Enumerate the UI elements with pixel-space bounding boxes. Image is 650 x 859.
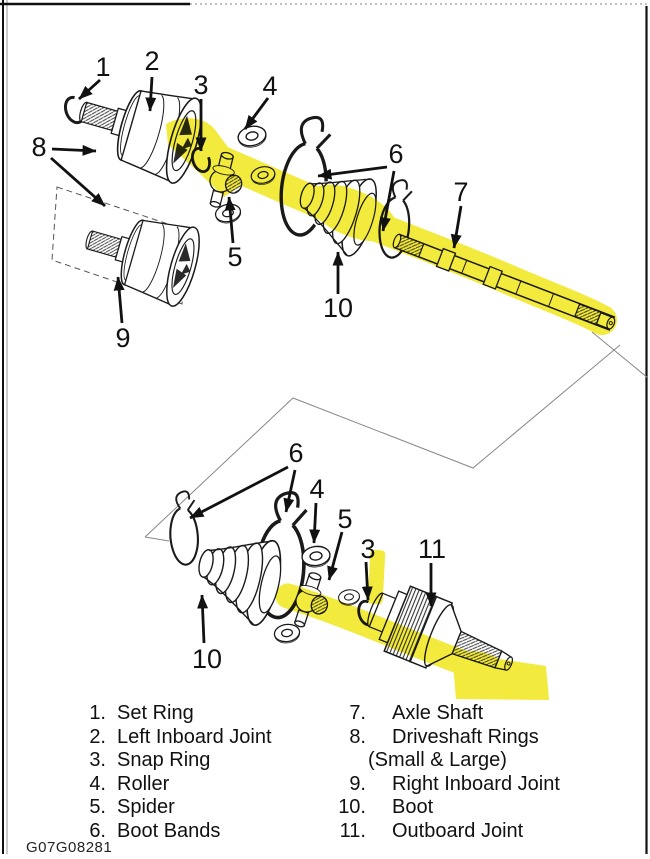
legend-item-label: Roller	[117, 772, 170, 795]
legend-item-label: Set Ring	[117, 702, 194, 724]
legend-column-left: 1. Set Ring 2. Left Inboard Joint 3. Sna…	[70, 702, 320, 843]
legend-item: 9. Right Inboard Joint	[328, 773, 628, 797]
legend-item: 4. Roller	[70, 773, 320, 797]
callout-6-lower: 6	[288, 438, 303, 468]
roller-part	[235, 123, 269, 151]
leader-arrows	[50, 76, 463, 644]
boot-band-part	[166, 489, 201, 567]
legend-item: 5. Spider	[70, 796, 320, 820]
callout-numbers: 1 2 3 4 5 6 7 8 9 10 6 4 5 3 11 10	[31, 46, 468, 674]
legend-item-label2: (Small & Large)	[368, 749, 507, 771]
legend-item-label: Boot Bands	[117, 819, 221, 842]
highlighter-marks	[166, 118, 617, 700]
legend-item-number: 11.	[339, 819, 366, 842]
legend-item-label: Snap Ring	[117, 749, 211, 771]
legend-item: 8. Driveshaft Rings	[328, 726, 628, 750]
callout-11: 11	[418, 534, 446, 564]
legend-item: 10. Boot	[328, 796, 628, 820]
legend-item: 11. Outboard Joint	[328, 820, 628, 844]
legend-item-number: 2.	[89, 725, 106, 748]
legend-item-label: Outboard Joint	[392, 819, 524, 842]
legend-item-number: 6.	[89, 819, 106, 842]
callout-8: 8	[31, 132, 46, 162]
dashed-frame	[51, 186, 190, 305]
legend-item: 2. Left Inboard Joint	[70, 726, 320, 750]
plate-frame-lines	[144, 331, 649, 542]
legend-item-label: Spider	[117, 796, 175, 818]
legend-item-continuation: (Small & Large)	[328, 749, 628, 773]
legend-item: 7. Axle Shaft	[328, 702, 628, 726]
legend-item: 1. Set Ring	[70, 702, 320, 726]
right-inboard-joint-part	[74, 199, 207, 311]
legend-item-label: Left Inboard Joint	[117, 725, 272, 748]
legend-column-right: 7. Axle Shaft 8. Driveshaft Rings (Small…	[328, 702, 628, 843]
callout-10-lower: 10	[192, 644, 222, 674]
legend-item-number: 3.	[89, 749, 106, 771]
legend-item-number: 9.	[349, 772, 366, 795]
callout-7: 7	[453, 177, 468, 207]
callout-3: 3	[193, 70, 208, 100]
callout-9: 9	[115, 323, 130, 353]
legend-item-label: Right Inboard Joint	[392, 772, 560, 795]
callout-3-lower: 3	[360, 534, 375, 564]
figure-code: G07G08281	[26, 839, 113, 856]
legend-item-number	[328, 749, 366, 773]
legend-item-number: 8.	[349, 725, 366, 748]
legend-item-label: Boot	[392, 796, 434, 818]
legend-item-number: 7.	[349, 702, 366, 724]
callout-4-lower: 4	[309, 474, 324, 504]
legend-item-label: Axle Shaft	[392, 702, 484, 724]
callout-1: 1	[95, 52, 110, 82]
legend-item-number: 4.	[89, 772, 106, 795]
callout-2: 2	[144, 46, 159, 76]
legend-item-number: 1.	[89, 702, 106, 724]
callout-5: 5	[227, 242, 242, 272]
legend-item-label: Driveshaft Rings	[392, 725, 539, 748]
callout-10: 10	[323, 293, 353, 323]
legend-item: 6. Boot Bands	[70, 820, 320, 844]
legend-item-number: 5.	[89, 796, 106, 818]
legend-item-number: 10.	[338, 796, 366, 818]
callout-6: 6	[388, 139, 403, 169]
callout-5-lower: 5	[337, 504, 352, 534]
callout-4: 4	[262, 71, 277, 101]
legend-item: 3. Snap Ring	[70, 749, 320, 773]
